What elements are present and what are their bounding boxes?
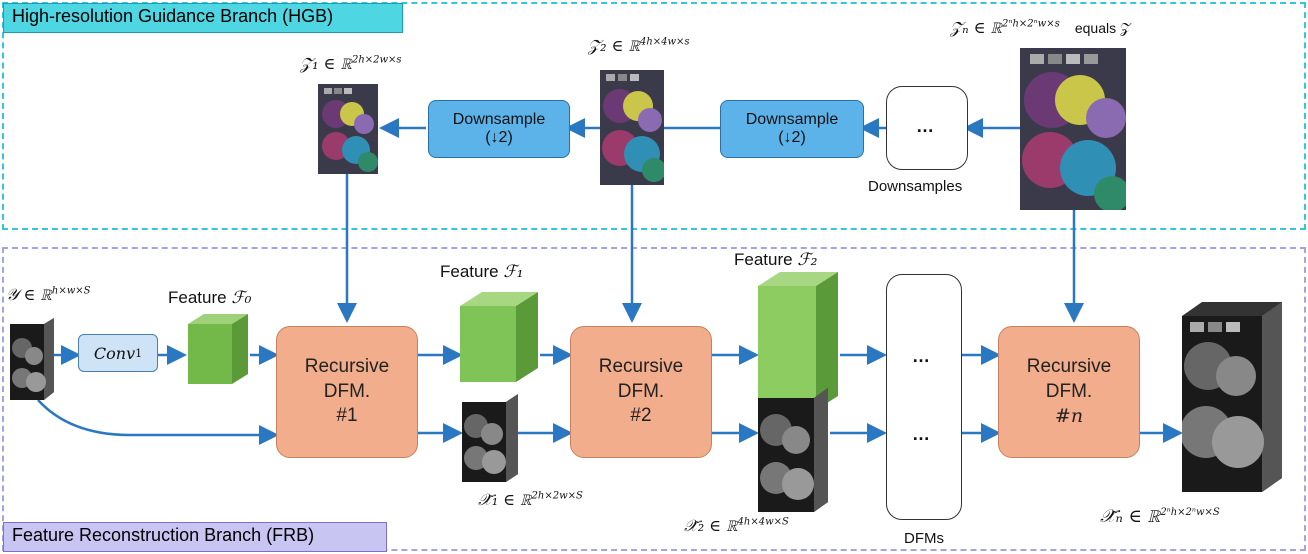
downsample-box-1: Downsample (↓2) bbox=[428, 100, 570, 158]
feature2-text: Feature bbox=[734, 250, 798, 269]
xn-symbol: 𝒳̃ₙ ∈ ℝ bbox=[1100, 506, 1161, 527]
zn-equals: equals 𝒵 bbox=[1074, 20, 1131, 36]
downsample-box-2: Downsample (↓2) bbox=[720, 100, 864, 158]
dfm1-line1: Recursive bbox=[304, 355, 390, 377]
feature0-text: Feature bbox=[168, 288, 232, 307]
z2-symbol: 𝒵₂ ∈ ℝ bbox=[588, 36, 640, 55]
downsample-2-label: Downsample bbox=[745, 111, 839, 128]
downsample-1-factor: (↓2) bbox=[485, 129, 513, 146]
x2-sup: 4h×4w×S bbox=[737, 516, 789, 528]
dfmn-line1: Recursive bbox=[1026, 355, 1112, 377]
z1-label: 𝒵₁ ∈ ℝ2h×2w×s bbox=[300, 54, 402, 74]
y-symbol: 𝒴 ∈ ℝ bbox=[6, 285, 52, 304]
downsamples-box bbox=[886, 86, 968, 170]
x1-sup: 2h×2w×S bbox=[531, 490, 583, 502]
feature2-label: Feature ℱ₂ bbox=[734, 250, 818, 270]
grayscale-cube bbox=[1182, 302, 1282, 492]
hgb-frame bbox=[2, 2, 1306, 230]
dfm2-line3: #2 bbox=[630, 405, 652, 427]
z1-sup: 2h×2w×s bbox=[351, 54, 402, 66]
balloon-image-thumbnail bbox=[600, 70, 664, 185]
grayscale-cube bbox=[10, 318, 54, 400]
frb-frame bbox=[2, 247, 1306, 551]
downsamples-label: Downsamples bbox=[868, 178, 963, 195]
feature-cube bbox=[758, 272, 838, 410]
feature0-sym: ℱ₀ bbox=[231, 288, 252, 308]
dfms-label: DFMs bbox=[904, 530, 944, 547]
x2-symbol: 𝒳̃₂ ∈ ℝ bbox=[684, 516, 738, 535]
dfm1-line2: DFM. bbox=[323, 380, 371, 402]
x2-label: 𝒳̃₂ ∈ ℝ4h×4w×S bbox=[684, 516, 789, 536]
arrow bbox=[37, 399, 279, 445]
grayscale-cube bbox=[462, 394, 518, 482]
dfm-box-n: Recursive DFM. #n bbox=[998, 326, 1140, 458]
feature-cube bbox=[460, 292, 538, 382]
xn-label: 𝒳̃ₙ ∈ ℝ2ⁿh×2ⁿw×S bbox=[1100, 506, 1220, 527]
feature1-sym: ℱ₁ bbox=[503, 262, 524, 282]
y-sup: h×w×S bbox=[51, 285, 91, 297]
dfmn-line3: #n bbox=[1054, 405, 1084, 428]
dfm-box-1: Recursive DFM. #1 bbox=[276, 326, 418, 458]
conv-label: Conv bbox=[93, 343, 136, 363]
y-input-label: 𝒴 ∈ ℝh×w×S bbox=[6, 285, 91, 305]
feature1-label: Feature ℱ₁ bbox=[440, 262, 524, 282]
feature0-label: Feature ℱ₀ bbox=[168, 288, 252, 308]
conv-sub: 1 bbox=[135, 346, 143, 360]
zn-symbol: 𝒵ₙ ∈ ℝ bbox=[950, 18, 1003, 37]
x1-label: 𝒳̃₁ ∈ ℝ2h×2w×S bbox=[478, 490, 583, 510]
dfms-box bbox=[886, 274, 962, 520]
downsample-1-label: Downsample bbox=[452, 111, 546, 128]
dfm2-line1: Recursive bbox=[598, 355, 684, 377]
feature1-text: Feature bbox=[440, 262, 504, 281]
z2-label: 𝒵₂ ∈ ℝ4h×4w×s bbox=[588, 36, 690, 56]
zn-sup: 2ⁿh×2ⁿw×s bbox=[1002, 18, 1060, 30]
feature2-sym: ℱ₂ bbox=[797, 250, 818, 270]
dfm2-line2: DFM. bbox=[617, 380, 665, 402]
x1-symbol: 𝒳̃₁ ∈ ℝ bbox=[478, 490, 532, 509]
dfmn-line2: DFM. bbox=[1045, 380, 1093, 402]
downsamples-dots: … bbox=[916, 116, 935, 136]
dfm-box-2: Recursive DFM. #2 bbox=[570, 326, 712, 458]
dfms-dots-bottom: … bbox=[912, 424, 931, 444]
dfm1-line3: #1 bbox=[336, 405, 358, 427]
z2-sup: 4h×4w×s bbox=[639, 36, 690, 48]
zn-label: 𝒵ₙ ∈ ℝ2ⁿh×2ⁿw×s equals 𝒵 bbox=[950, 18, 1131, 38]
downsample-2-factor: (↓2) bbox=[778, 129, 806, 146]
hgb-label: High-resolution Guidance Branch (HGB) bbox=[3, 3, 403, 33]
balloon-image-thumbnail bbox=[318, 84, 378, 174]
balloon-image-thumbnail bbox=[1020, 48, 1126, 210]
xn-sup: 2ⁿh×2ⁿw×S bbox=[1160, 507, 1220, 518]
dfms-dots-top: … bbox=[912, 346, 931, 366]
feature-cube bbox=[188, 314, 248, 384]
frb-label: Feature Reconstruction Branch (FRB) bbox=[3, 522, 387, 552]
z1-symbol: 𝒵₁ ∈ ℝ bbox=[300, 54, 352, 73]
grayscale-cube bbox=[758, 388, 828, 512]
